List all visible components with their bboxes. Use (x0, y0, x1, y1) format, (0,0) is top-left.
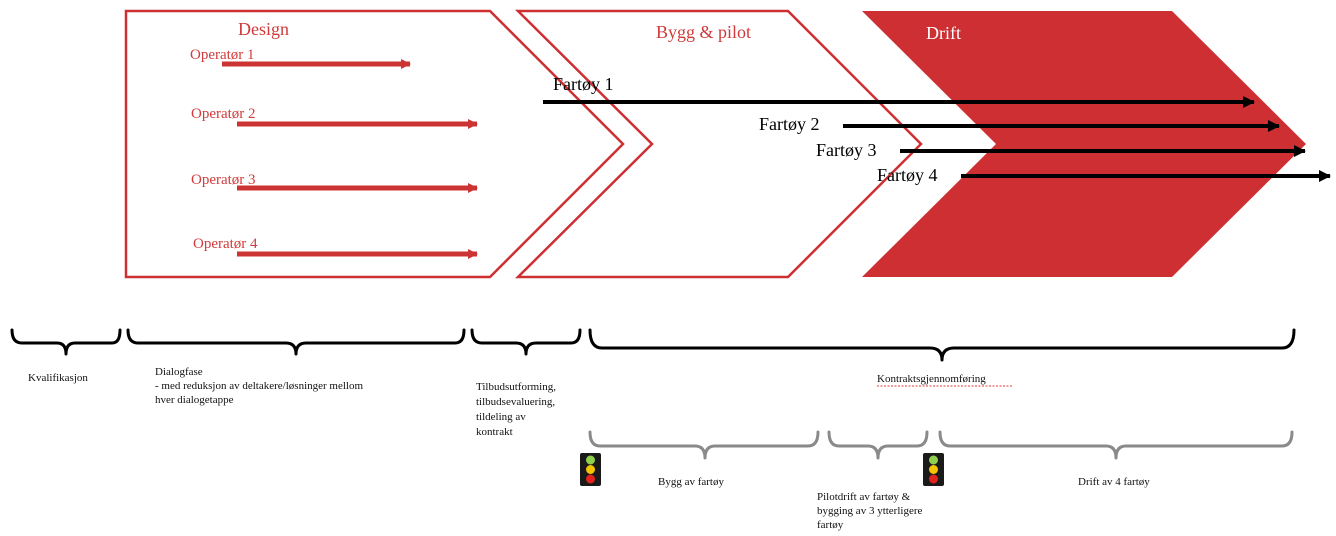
label-build: Bygg av fartøy (658, 476, 724, 488)
operator-label-3: Operatør 3 (191, 172, 256, 188)
timeline-braces (10, 328, 1296, 362)
vessel-label-4: Fartøy 4 (877, 165, 938, 185)
label-dialogue-line: - med reduksjon av deltakere/løsninger m… (155, 380, 363, 392)
traffic-light-icon (923, 453, 944, 486)
label-tender: Tilbudsutforming, tilbudsevaluering, til… (476, 381, 556, 438)
operator-label-2: Operatør 2 (191, 106, 256, 122)
vessel-label-3: Fartøy 3 (816, 140, 877, 160)
brace-tender (470, 328, 582, 356)
brace-dialogue (126, 328, 466, 356)
brace-pilot (827, 430, 929, 460)
vessel-arrows: Fartøy 1 Fartøy 2 Fartøy 3 Fartøy 4 (543, 74, 1331, 185)
label-operation: Drift av 4 fartøy (1078, 476, 1150, 488)
label-dialogue-line: hver dialogetappe (155, 394, 234, 406)
chevron-build-pilot (514, 9, 923, 279)
label-pilot: Pilotdrift av fartøy & bygging av 3 ytte… (817, 491, 923, 531)
brace-contract (588, 328, 1296, 362)
vessel-label-1: Fartøy 1 (553, 74, 614, 94)
operator-arrows: Operatør 1 Operatør 2 Operatør 3 Operatø… (190, 47, 478, 259)
label-dialogue: Dialogfase - med reduksjon av deltakere/… (155, 366, 363, 406)
operator-label-4: Operatør 4 (193, 236, 258, 252)
label-tender-line: Tilbudsutforming, (476, 381, 556, 393)
label-pilot-line: fartøy (817, 519, 844, 531)
label-tender-line: tildeling av (476, 411, 526, 423)
label-qualification: Kvalifikasjon (28, 372, 88, 384)
phase-title-build-pilot: Bygg & pilot (656, 22, 751, 42)
operator-label-1: Operatør 1 (190, 47, 255, 63)
chevron-operation (862, 11, 1306, 277)
label-pilot-line: bygging av 3 ytterligere (817, 505, 923, 517)
brace-operation (938, 430, 1294, 460)
phase-title-design: Design (238, 19, 289, 39)
label-tender-line: kontrakt (476, 426, 513, 438)
brace-build (588, 430, 820, 460)
traffic-light-icon (580, 453, 601, 486)
subphase-braces (588, 430, 1294, 460)
phase-chevrons (124, 9, 1306, 279)
chevron-design (124, 9, 625, 279)
label-dialogue-line: Dialogfase (155, 366, 203, 378)
phase-title-operation: Drift (926, 23, 961, 43)
label-contract: Kontraktsgjennomføring (877, 373, 986, 385)
brace-qualification (10, 328, 122, 356)
vessel-label-2: Fartøy 2 (759, 114, 820, 134)
label-pilot-line: Pilotdrift av fartøy & (817, 491, 911, 503)
label-tender-line: tilbudsevaluering, (476, 396, 555, 408)
